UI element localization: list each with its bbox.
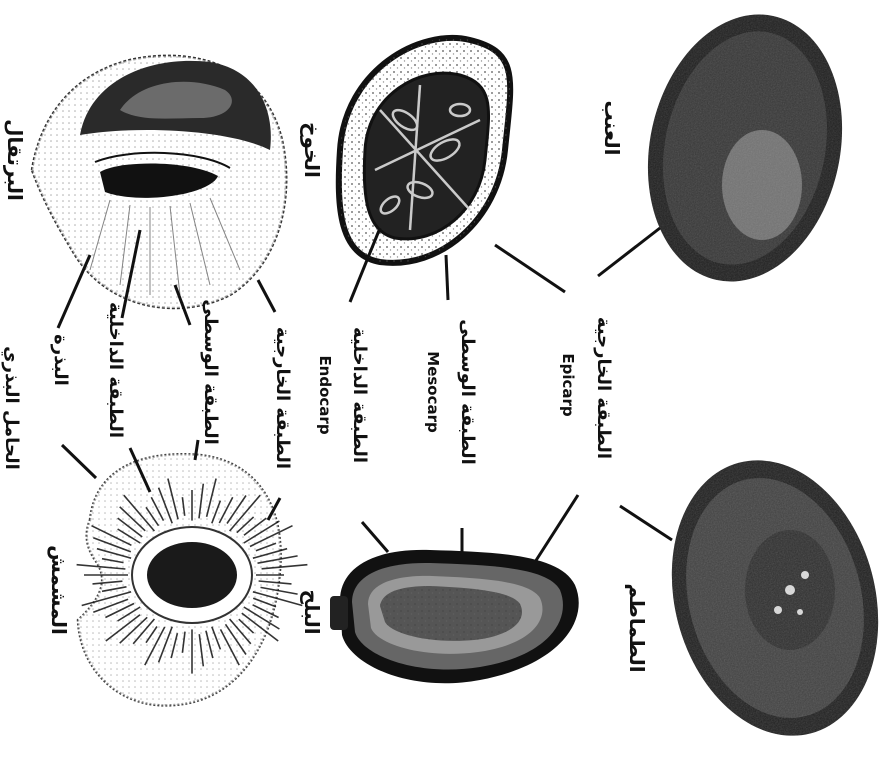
- leader-line: [598, 228, 660, 276]
- fruit-label-top-center: الخوخ: [300, 122, 324, 178]
- fruit-bottom-left-illustration: [62, 440, 307, 705]
- endocarp-label-en: Endocarp: [316, 355, 334, 434]
- leader-line: [62, 445, 96, 478]
- epicarp-label-ar: الطبقة الخارجية: [593, 317, 614, 459]
- leader-line: [58, 255, 90, 328]
- fruit-top-center-illustration: [339, 38, 565, 302]
- placenta-label: الحامل البذري: [1, 346, 22, 470]
- seed-label: البذرة: [50, 334, 71, 386]
- leader-line: [535, 495, 578, 562]
- fruit-top-right-illustration: [598, 0, 866, 300]
- fruit-label-bottom-left: المشمش: [47, 545, 71, 635]
- fruit-label-bottom-center: البلح: [300, 589, 324, 634]
- leader-line: [495, 245, 565, 292]
- inner-layer-label: الطبقة الداخلية: [105, 302, 126, 438]
- stone-core-shape: [147, 542, 237, 608]
- outer-layer-label: الطبقة الخارجية: [272, 327, 293, 469]
- leader-line: [620, 506, 672, 540]
- fruit-label-top-right: العنب: [600, 101, 624, 156]
- fruit-top-left-illustration: [32, 56, 286, 328]
- middle-layer-label: الطبقة الوسطى: [200, 299, 221, 445]
- stalk-shape: [330, 596, 348, 630]
- mesocarp-label-ar: الطبقة الوسطى: [457, 319, 478, 465]
- endocarp-label-ar: الطبقة الداخلية: [349, 327, 370, 463]
- leader-line: [446, 255, 448, 300]
- mesocarp-label-en: Mesocarp: [424, 351, 442, 433]
- fruit-bottom-right-illustration: [620, 437, 890, 759]
- epicarp-label-en: Epicarp: [559, 353, 577, 417]
- fruit-label-bottom-right: الطماطم: [625, 583, 649, 672]
- leader-line: [362, 522, 388, 552]
- leader-line: [258, 280, 275, 312]
- fruit-bottom-center-illustration: [330, 495, 579, 683]
- fruit-label-top-left: البرتقال: [3, 119, 27, 201]
